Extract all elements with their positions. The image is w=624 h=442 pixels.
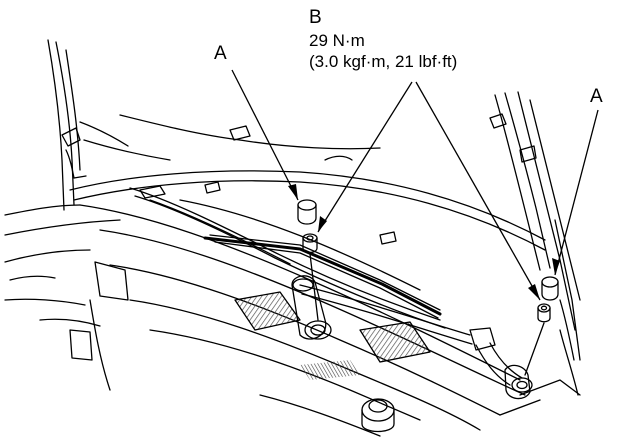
- callout-leaders: [231, 69, 599, 301]
- callout-b-torque-alt: (3.0 kgf·m, 21 lbf·ft): [309, 52, 458, 71]
- wiper-blade-assembly: [129, 185, 446, 329]
- guide-line-left: [309, 253, 319, 321]
- arrowhead-b-right: [528, 284, 540, 300]
- cowl-tray: [79, 199, 581, 437]
- lower-body-left: [4, 204, 129, 391]
- cap-nut-a-left: [297, 199, 317, 225]
- right-wiper-pivot: [504, 364, 533, 400]
- wiper-linkage-bar: [299, 284, 523, 386]
- cowl-upper-edge: [69, 114, 546, 251]
- leader-b-left: [317, 81, 413, 233]
- callout-b-torque-nm: 29 N·m: [309, 31, 365, 50]
- arrowhead-a-left: [288, 184, 298, 200]
- right-fender-pillar: [489, 91, 581, 361]
- flange-nut-b-left: [302, 233, 318, 254]
- flange-nut-b-right: [537, 303, 551, 323]
- leader-b-right: [415, 81, 541, 301]
- hatched-panel-left: [234, 291, 301, 331]
- callout-a-left: A: [214, 43, 227, 64]
- callout-a-right: A: [590, 86, 603, 107]
- cap-nut-a-right: [541, 276, 559, 301]
- arrowhead-a-right: [552, 258, 560, 275]
- callout-b-letter: B: [309, 7, 322, 28]
- hatched-panel-center: [359, 321, 431, 363]
- arrowhead-b-left: [318, 216, 327, 232]
- left-fender-pillar: [47, 39, 171, 211]
- guide-line-right: [524, 322, 545, 376]
- leader-a-right: [554, 109, 599, 276]
- lower-body-boss: [361, 398, 395, 433]
- leader-a-left: [231, 69, 299, 201]
- hatched-panel-lower: [300, 360, 360, 380]
- callout-arrowheads: [288, 184, 560, 300]
- left-wiper-pivot: [291, 275, 332, 340]
